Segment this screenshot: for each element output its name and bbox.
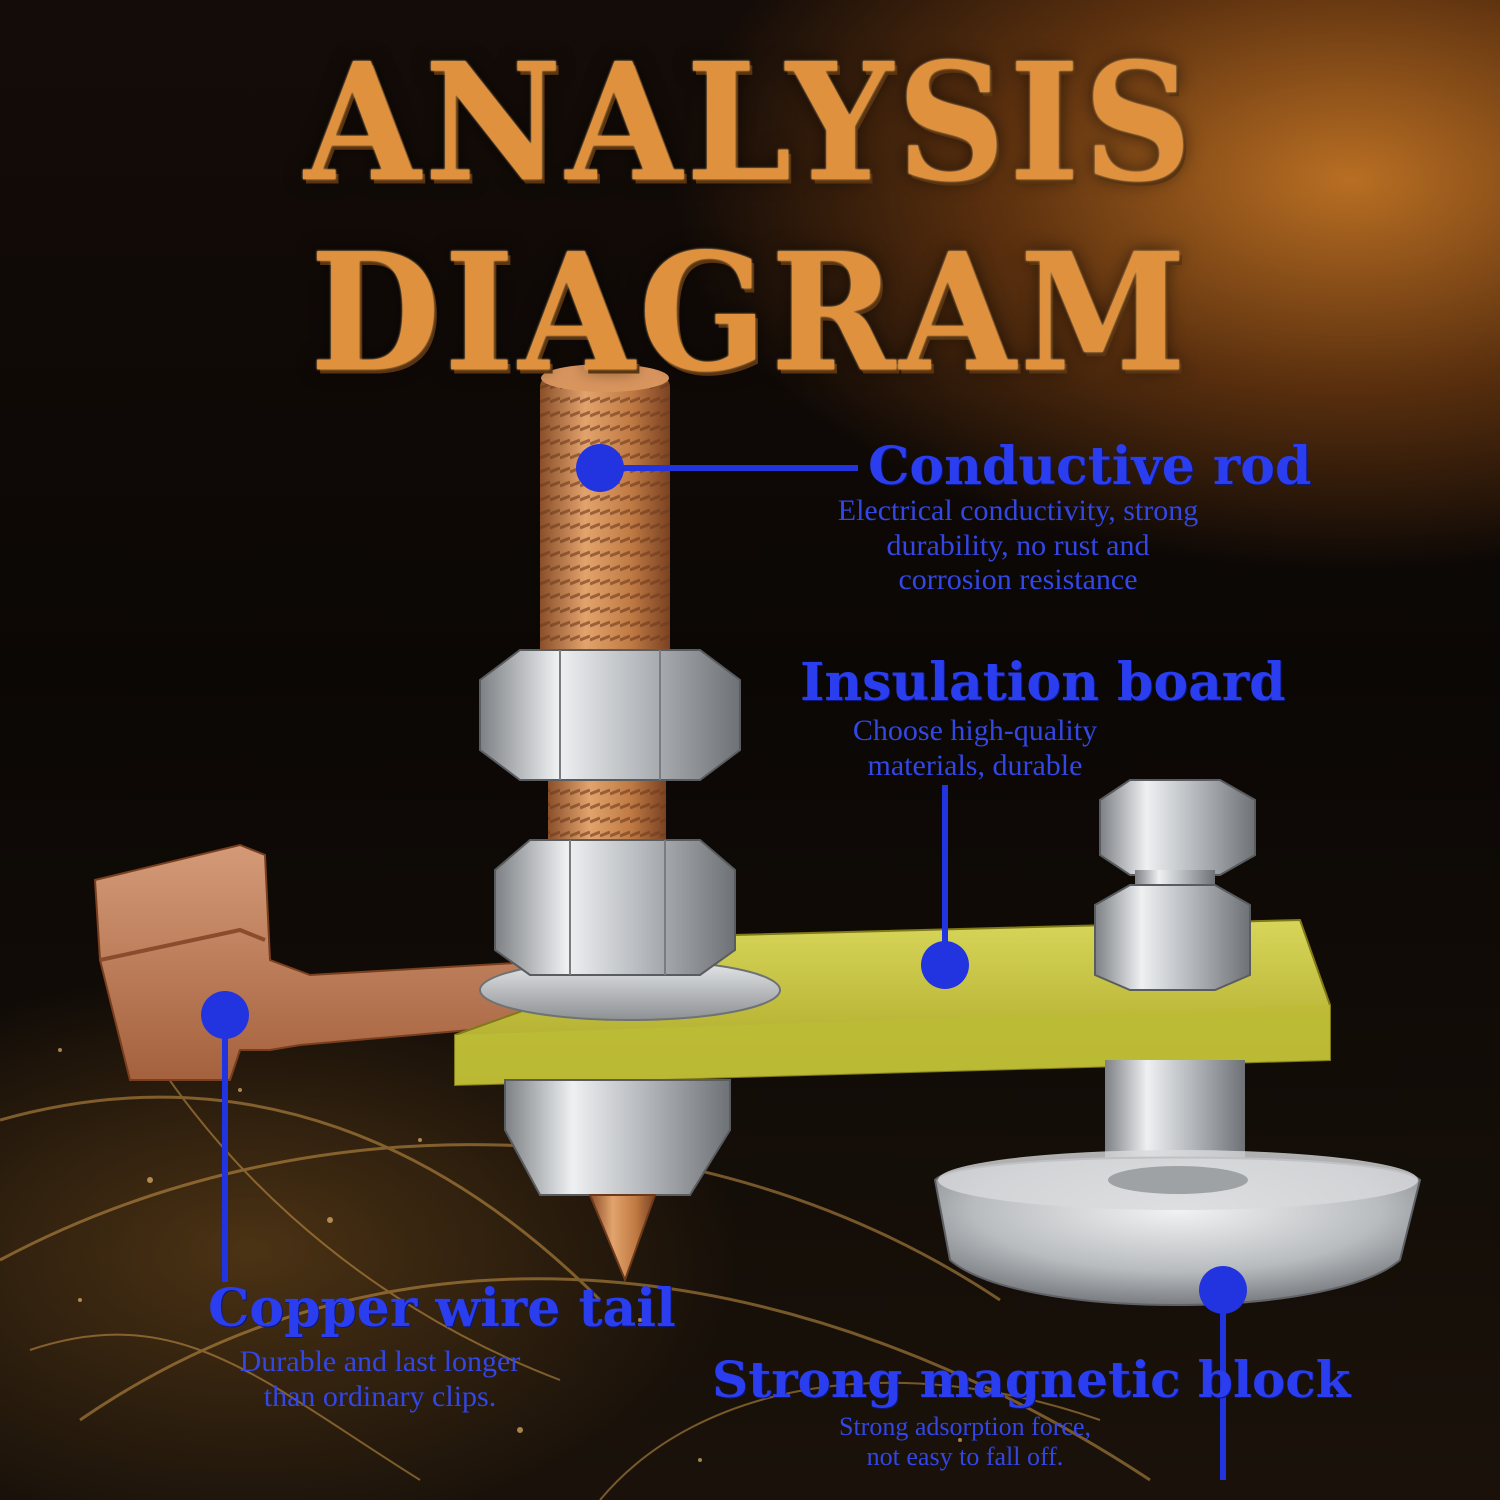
magnetic-block-shape [933, 1060, 1422, 1306]
upper-nut [479, 649, 741, 781]
page-title: ANALYSIS DIAGRAM [304, 27, 1196, 409]
conductive-rod-description: Electrical conductivity, strong durabili… [837, 494, 1199, 596]
insulation-board-description: Choose high-quality materials, durable [852, 714, 1098, 782]
conductive-rod-shape [540, 364, 670, 870]
magnetic-block-heading: Strong magnetic block [712, 1350, 1351, 1409]
magnetic-block-dot [1199, 1266, 1247, 1314]
bottom-nut-and-tip [504, 1079, 731, 1283]
magnetic-block-description: Strong adsorption force, not easy to fal… [838, 1412, 1091, 1471]
copper-wire-tail-heading: Copper wire tail [208, 1278, 676, 1339]
insulation-board-heading: Insulation board [800, 652, 1286, 713]
callout-connectors [222, 465, 1226, 1480]
conductive-rod-dot [576, 444, 624, 492]
conductive-rod-heading: Conductive rod [868, 436, 1312, 497]
copper-wire-tail-description: Durable and last longer than ordinary cl… [239, 1345, 521, 1413]
callout-dots [201, 444, 1247, 1314]
insulation-board-dot [921, 941, 969, 989]
copper-wire-tail-dot [201, 991, 249, 1039]
right-bolt [1094, 779, 1256, 991]
lower-nut [494, 839, 736, 976]
